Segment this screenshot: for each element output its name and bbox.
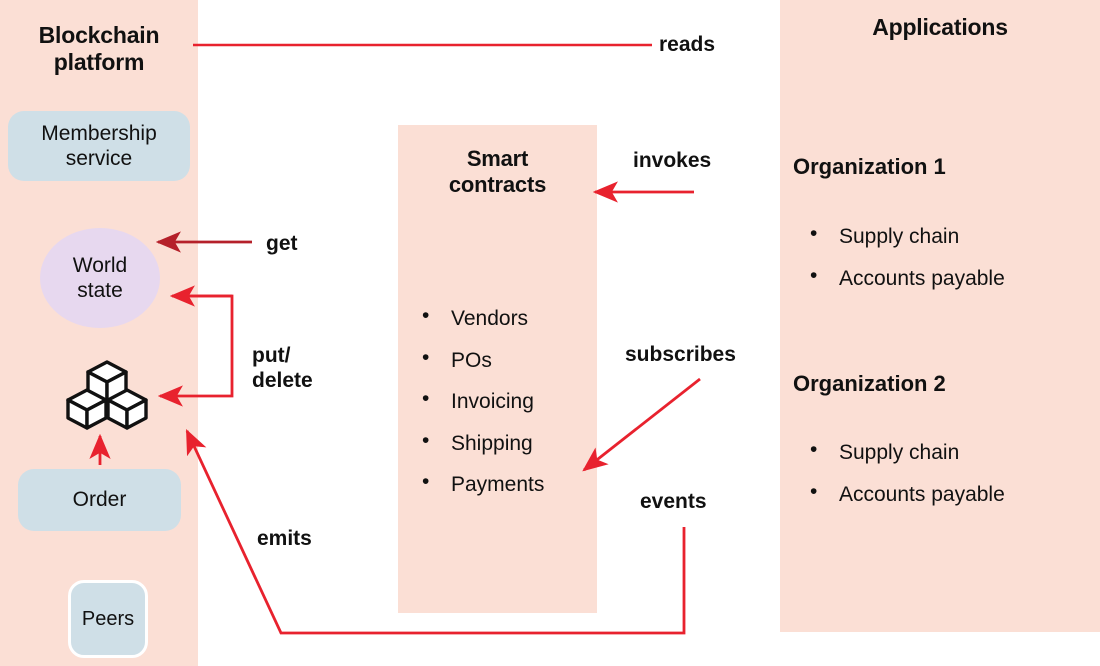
- list-item[interactable]: Shipping: [405, 430, 544, 454]
- edge-label-invokes: invokes: [633, 149, 712, 172]
- list-item[interactable]: Payments: [405, 471, 544, 495]
- smart-contracts-title-line1: Smart: [466, 146, 529, 171]
- node-order[interactable]: Order: [18, 469, 181, 531]
- edge-label-events: events: [640, 490, 707, 513]
- edge-label-emits: emits: [257, 527, 312, 550]
- organization-2-list: Supply chain Accounts payable: [793, 439, 1005, 526]
- blockchain-platform-title: Blockchain platform: [0, 22, 198, 76]
- list-item[interactable]: POs: [405, 347, 544, 371]
- node-order-label: Order: [72, 488, 127, 511]
- applications-title: Applications: [872, 14, 1008, 40]
- edge-subscribes: [582, 377, 701, 472]
- list-item[interactable]: Supply chain: [793, 439, 1005, 463]
- smart-contracts-title: Smart contracts: [398, 146, 597, 198]
- edge-label-put-delete: put/delete: [252, 344, 313, 392]
- blockchain-platform-title-line2: platform: [53, 49, 145, 76]
- smart-contracts-list: Vendors POs Invoicing Shipping Payments: [405, 305, 544, 516]
- node-peers-label: Peers: [81, 607, 135, 630]
- blocks-icon: [66, 360, 148, 430]
- edge-label-reads: reads: [659, 33, 716, 56]
- list-item[interactable]: Invoicing: [405, 388, 544, 412]
- organization-2-title: Organization 2: [793, 371, 946, 396]
- organization-1-title: Organization 1: [793, 154, 946, 179]
- edge-label-subscribes: subscribes: [625, 343, 736, 366]
- list-item[interactable]: Accounts payable: [793, 265, 1005, 289]
- edge-events-emits: [185, 428, 686, 635]
- node-peers[interactable]: Peers: [68, 580, 148, 658]
- smart-contracts-title-line2: contracts: [448, 171, 547, 197]
- blockchain-platform-title-line1: Blockchain: [38, 22, 160, 48]
- list-item[interactable]: Supply chain: [793, 223, 1005, 247]
- applications-panel: [780, 0, 1100, 632]
- edge-put-delete-bracket: [157, 294, 234, 407]
- list-item[interactable]: Vendors: [405, 305, 544, 329]
- list-item[interactable]: Accounts payable: [793, 481, 1005, 505]
- edge-label-get: get: [266, 232, 298, 255]
- organization-1-list: Supply chain Accounts payable: [793, 223, 1005, 310]
